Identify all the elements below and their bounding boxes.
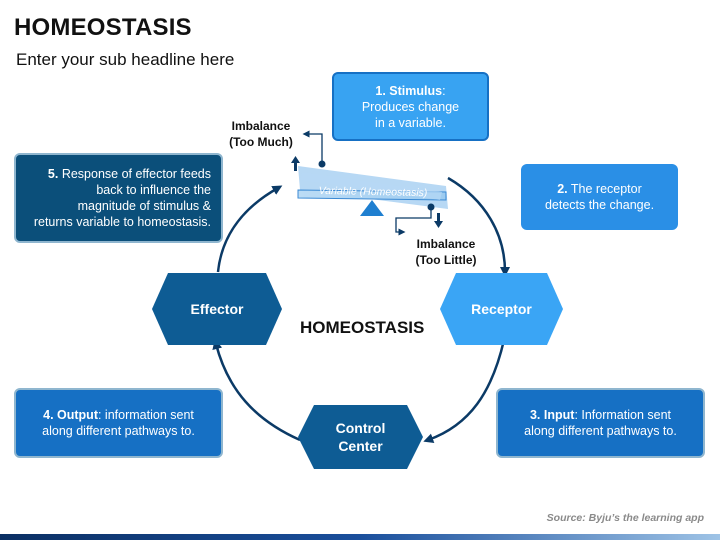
response-box-line3: magnitude of stimulus & — [77, 199, 211, 213]
effector-hexagon — [152, 273, 282, 345]
stimulus-colon: : — [442, 83, 446, 98]
receptor-box-bold: 2. — [557, 182, 568, 196]
imbalance-low-connector — [395, 207, 432, 236]
control-center-line1: Control — [335, 420, 386, 436]
bottom-accent-bar — [0, 534, 720, 540]
control-center-label: Control Center — [314, 419, 407, 455]
cycle-arrow-stimulus-to-receptor — [447, 176, 510, 277]
response-box-line4: returns variable to homeostasis. — [33, 215, 211, 229]
input-box-line1: : Information sent — [574, 408, 672, 422]
output-box: 4. Output: information sent along differ… — [14, 388, 223, 458]
arrow-down-icon — [434, 213, 443, 228]
output-box-line2: along different pathways to. — [42, 424, 195, 438]
imbalance-low-label: Imbalance (Too Little) — [406, 236, 486, 268]
input-box: 3. Input: Information sent along differe… — [496, 388, 705, 458]
cycle-arrow-effector-to-stimulus — [216, 185, 283, 273]
stimulus-bold: 1. Stimulus — [375, 83, 443, 98]
control-center-line2: Center — [338, 438, 383, 454]
page-title: HOMEOSTASIS — [14, 14, 192, 41]
stimulus-line3: in a variable. — [375, 115, 446, 130]
receptor-hexagon — [440, 273, 563, 345]
stimulus-line2: Produces change — [361, 99, 460, 114]
response-box-line2: back to influence the — [96, 183, 211, 197]
response-box: 5. Response of effector feeds back to in… — [14, 153, 223, 243]
arrow-up-icon — [291, 156, 300, 171]
effector-label: Effector — [190, 301, 244, 317]
imbalance-high-line2: (Too Much) — [229, 135, 293, 149]
receptor-label: Receptor — [471, 301, 532, 317]
receptor-description-box: 2. The receptor detects the change. — [521, 164, 678, 230]
imbalance-high-connector — [302, 130, 323, 164]
cycle-arrow-control-to-effector — [212, 339, 301, 442]
imbalance-low-line1: Imbalance — [416, 237, 476, 251]
receptor-box-line2: detects the change. — [544, 198, 655, 212]
input-box-line2: along different pathways to. — [524, 424, 677, 438]
receptor-box-line1: The receptor — [567, 182, 642, 196]
imbalance-high-label: Imbalance (Too Much) — [222, 118, 300, 150]
cycle-arrow-receptor-to-control — [423, 339, 506, 444]
imbalance-high-line1: Imbalance — [231, 119, 291, 133]
stimulus-box: 1. Stimulus: Produces change in a variab… — [332, 72, 489, 141]
source-credit: Source: Byju’s the learning app — [546, 512, 704, 524]
control-center-hexagon — [298, 405, 423, 469]
diagram-center-title: HOMEOSTASIS — [300, 318, 425, 337]
imbalance-low-line2: (Too Little) — [415, 253, 477, 267]
seesaw-icon — [297, 160, 448, 216]
response-box-bold: 5. — [47, 167, 59, 181]
response-box-line1: Response of effector feeds — [58, 167, 211, 181]
input-box-bold: 3. Input — [529, 408, 575, 422]
output-box-line1: : information sent — [97, 408, 194, 422]
page-subtitle: Enter your sub headline here — [16, 50, 235, 69]
output-box-bold: 4. Output — [43, 408, 98, 422]
